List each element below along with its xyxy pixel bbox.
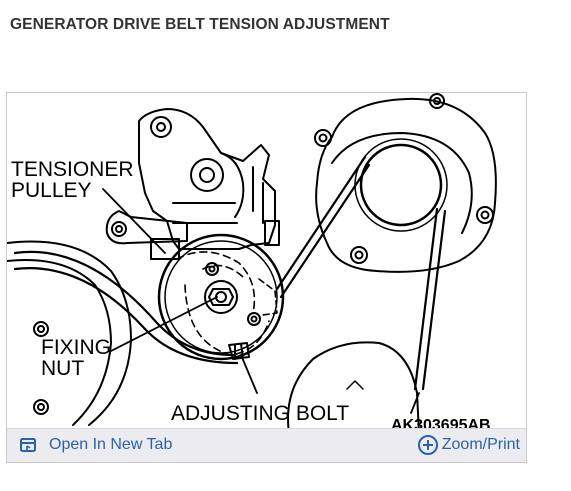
- belt-diagram: [7, 93, 497, 433]
- generator-pulley: [287, 341, 420, 433]
- open-in-new-tab-button[interactable]: Open In New Tab: [19, 434, 172, 456]
- open-new-tab-icon: [19, 436, 37, 454]
- figure-toolbar: Open In New Tab Zoom/Print: [7, 428, 526, 462]
- page-title: GENERATOR DRIVE BELT TENSION ADJUSTMENT: [10, 16, 390, 33]
- label-fixing: FIXING: [41, 336, 112, 359]
- label-adjusting-bolt: ADJUSTING BOLT: [171, 402, 350, 425]
- label-pulley: PULLEY: [11, 179, 92, 202]
- zoom-print-label: Zoom/Print: [441, 436, 520, 453]
- pump-housing: [314, 93, 497, 273]
- pivot-link-arm: [105, 210, 188, 245]
- label-tensioner: TENSIONER: [11, 158, 134, 181]
- zoom-plus-circle-icon: [417, 434, 439, 456]
- figure-frame: TENSIONER PULLEY FIXING NUT ADJUSTING BO…: [6, 92, 527, 463]
- mounting-bracket: [138, 108, 280, 260]
- leader-lines: [102, 188, 420, 414]
- open-in-new-tab-label: Open In New Tab: [49, 436, 173, 453]
- crank-pulley: [7, 240, 132, 426]
- label-nut: NUT: [41, 357, 85, 380]
- drive-belt: [13, 155, 447, 391]
- zoom-print-button[interactable]: Zoom/Print: [417, 434, 520, 456]
